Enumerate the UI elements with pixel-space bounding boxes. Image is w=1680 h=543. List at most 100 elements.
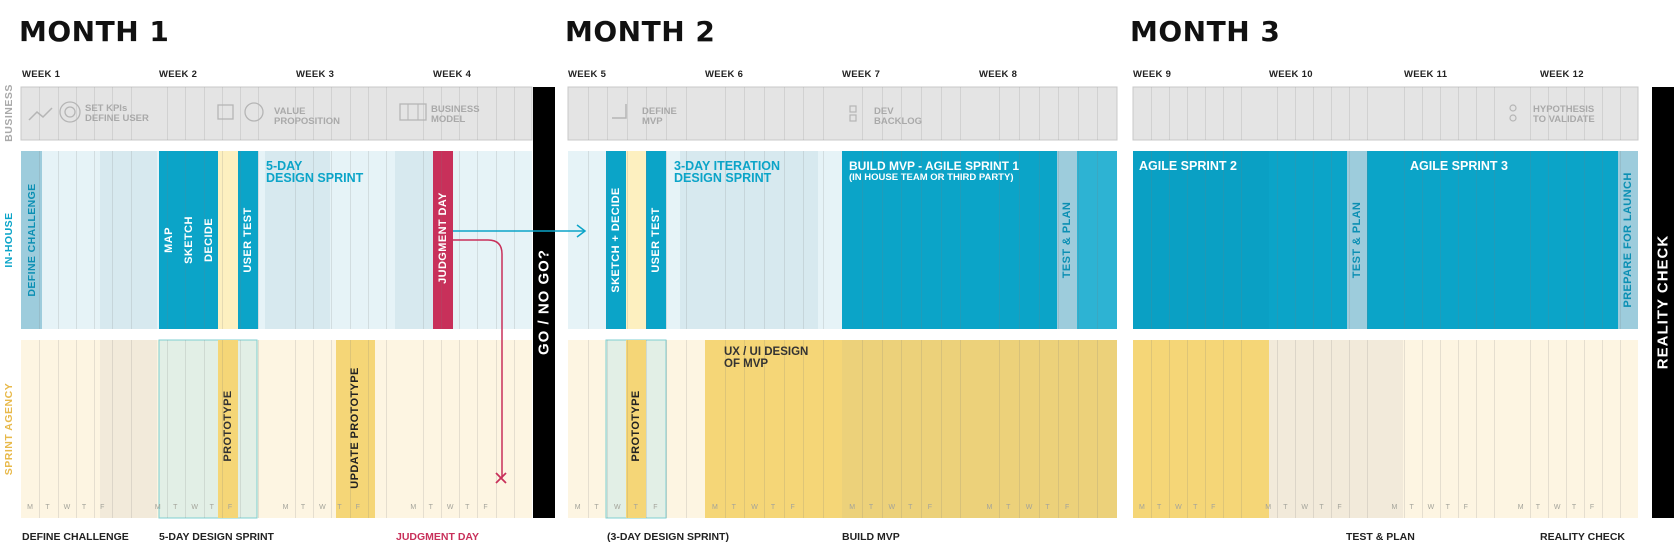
day-letter: T [633, 504, 638, 511]
day-letter: T [1283, 504, 1288, 511]
day-letter: T [337, 504, 342, 511]
day-letter: M [27, 504, 33, 511]
biz-backlog-label: DEV BACKLOG [874, 107, 922, 127]
biz-hyp-line1: HYPOTHESIS [1533, 104, 1595, 115]
business-row-month2 [567, 86, 1118, 141]
sketch-decide-label: SKETCH + DECIDE [610, 187, 622, 293]
bottom-design-sprint: 5-DAY DESIGN SPRINT [159, 531, 274, 543]
day-grid [39, 87, 1621, 518]
prototype-2-label: PROTOTYPE [630, 390, 642, 462]
day-letter: F [927, 504, 932, 511]
prototype-day-gap-2 [626, 151, 646, 329]
biz-kpi-label: SET KPIs DEFINE USER [85, 104, 149, 124]
day-letter: W [1427, 504, 1435, 511]
inhouse-shade-w3 [265, 151, 330, 329]
sketch-label: SKETCH [183, 216, 195, 264]
day-letter: T [594, 504, 599, 511]
prototype-block-2 [626, 340, 646, 518]
hypothesis-icon [1509, 104, 1517, 112]
day-letter: W [1175, 504, 1182, 511]
week-label: WEEK 2 [159, 69, 198, 80]
biz-value-label: VALUE PROPOSITION [274, 107, 340, 127]
biz-model-line2: MODEL [431, 114, 466, 125]
biz-kpi-line1: SET KPIs [85, 103, 128, 114]
row-label-business: BUSINESS [3, 84, 15, 142]
week-label: WEEK 10 [1269, 69, 1313, 80]
day-letter: M [410, 504, 417, 511]
arrow-head-icon [576, 224, 587, 238]
decide-label: DECIDE [203, 218, 215, 262]
day-letter: W [191, 504, 198, 511]
uxui-line2: OF MVP [724, 358, 769, 370]
reality-check-bar [1652, 87, 1674, 518]
agency-month3-yellow [1133, 340, 1269, 518]
day-letter: F [653, 504, 658, 511]
day-letter: M [986, 504, 993, 511]
test-plan-2-label: TEST & PLAN [1351, 201, 1363, 279]
week-label: WEEK 12 [1540, 69, 1584, 80]
day-letter: T [731, 504, 736, 511]
biz-hypothesis-label: HYPOTHESIS TO VALIDATE [1533, 105, 1595, 125]
day-letter: W [751, 504, 758, 511]
day-letter: T [209, 504, 214, 511]
go-no-go-bar [533, 87, 555, 518]
day-letter: T [1319, 504, 1324, 511]
month-1-heading: MONTH 1 [19, 15, 170, 48]
map-sketch-decide-block [159, 151, 218, 329]
day-letter: T [1157, 504, 1162, 511]
day-letter: F [227, 504, 233, 511]
day-letter: T [428, 504, 433, 511]
inhouse-shade-w4 [395, 151, 435, 329]
checklist-icon [849, 105, 857, 113]
biz-value-line1: VALUE [274, 106, 306, 117]
five-day-line2: DESIGN SPRINT [266, 171, 364, 185]
week-label: WEEK 5 [568, 69, 607, 80]
inhouse-shade-w1 [100, 151, 157, 329]
prototype-block [218, 340, 238, 518]
target-user-icon-inner [64, 106, 76, 118]
user-test-2-label: USER TEST [650, 207, 662, 273]
day-letter: T [1193, 504, 1198, 511]
week-label: WEEK 6 [705, 69, 744, 80]
trend-chart-icon [28, 107, 53, 121]
day-letter: T [908, 504, 913, 511]
day-letter: F [100, 504, 105, 511]
bottom-define-challenge: DEFINE CHALLENGE [22, 531, 129, 543]
day-letter: M [154, 504, 161, 511]
week-label: WEEK 8 [979, 69, 1018, 80]
day-letter: F [1211, 504, 1216, 511]
day-letter: F [483, 504, 488, 511]
five-day-sprint-label: 5-DAY DESIGN SPRINT [266, 160, 364, 185]
biz-backlog-line2: BACKLOG [874, 116, 923, 127]
day-letter: M [1139, 504, 1145, 511]
map-label: MAP [163, 227, 175, 253]
build-mvp-label: BUILD MVP - AGILE SPRINT 1 (IN HOUSE TEA… [849, 160, 1019, 183]
biz-hyp-line2: TO VALIDATE [1533, 114, 1595, 125]
user-test-block-2 [646, 151, 666, 329]
agency-row-month1 [21, 340, 532, 518]
day-letter: F [1337, 504, 1342, 511]
day-letter: T [868, 504, 874, 511]
day-letter: T [81, 504, 87, 511]
mvp-icon [612, 104, 627, 119]
canvas-icon [399, 103, 427, 121]
test-plan-block-1 [1057, 151, 1077, 329]
define-challenge-label: DEFINE CHALLENGE [26, 183, 38, 297]
row-label-agency: SPRINT AGENCY [3, 382, 15, 476]
test-plan-1-label: TEST & PLAN [1061, 201, 1073, 279]
biz-kpi-line2: DEFINE USER [85, 113, 149, 124]
update-prototype-block [336, 340, 375, 518]
uxui-line1: UX / UI DESIGN [724, 346, 809, 358]
agile-sprint-3-label: AGILE SPRINT 3 [1410, 159, 1508, 173]
user-test-label: USER TEST [242, 207, 254, 273]
biz-mvp-line1: DEFINE [642, 106, 677, 117]
day-letter: T [173, 504, 178, 511]
day-letter: T [1571, 504, 1577, 511]
day-letter: T [1006, 504, 1011, 511]
day-letter: W [888, 504, 896, 511]
user-test-block [238, 151, 258, 329]
day-letter: M [282, 504, 289, 511]
day-letter: M [1517, 504, 1524, 511]
week-label: WEEK 9 [1133, 69, 1172, 80]
week-label: WEEK 11 [1404, 69, 1448, 80]
